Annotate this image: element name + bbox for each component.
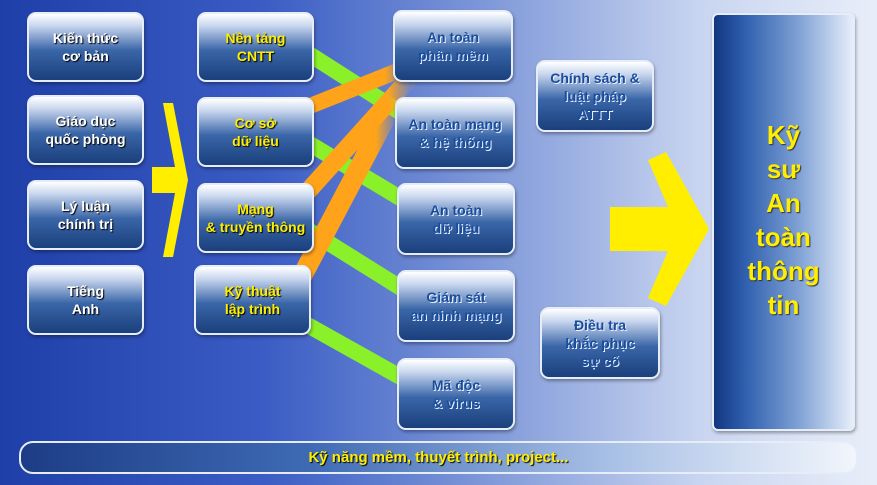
big-arrow-icon bbox=[610, 152, 709, 306]
box-an-toan-mang-he-thong: An toàn mạng & hệ thống bbox=[395, 97, 515, 169]
box-kien-thuc-co-ban: Kiến thức cơ bản bbox=[27, 12, 144, 82]
box-label: Lý luận chính trị bbox=[57, 198, 114, 232]
box-label: Giám sát an ninh mạng bbox=[410, 289, 502, 323]
box-co-so-du-lieu: Cơ sở dữ liệu bbox=[197, 97, 314, 167]
link-co-so-to-an-toan-phan-mem bbox=[302, 60, 408, 116]
soft-skills-bar: Kỹ năng mềm, thuyết trình, project... bbox=[19, 441, 858, 474]
box-label: Tiếng Anh bbox=[66, 283, 105, 317]
result-label: Kỹ sư An toàn thông tin bbox=[747, 120, 820, 320]
box-ly-luan-chinh-tri: Lý luận chính trị bbox=[27, 180, 144, 250]
box-label: Giáo dục quốc phòng bbox=[45, 113, 126, 147]
box-nen-tang-cntt: Nền tảng CNTT bbox=[197, 12, 314, 82]
soft-skills-label: Kỹ năng mềm, thuyết trình, project... bbox=[308, 449, 569, 466]
box-label: Kỹ thuật lập trình bbox=[224, 283, 281, 317]
box-tieng-anh: Tiếng Anh bbox=[27, 265, 144, 335]
box-label: An toàn phần mềm bbox=[417, 29, 488, 63]
box-dieu-tra-khac-phuc: Điều tra khắc phục sự cố bbox=[540, 307, 660, 379]
box-an-toan-du-lieu: An toàn dữ liệu bbox=[397, 183, 515, 255]
box-label: Nền tảng CNTT bbox=[225, 30, 286, 64]
box-label: Mạng & truyền thông bbox=[205, 201, 306, 235]
box-ky-thuat-lap-trinh: Kỹ thuật lập trình bbox=[194, 265, 311, 335]
box-ma-doc-virus: Mã độc & virus bbox=[397, 358, 515, 430]
box-label: Điều tra khắc phục sự cố bbox=[565, 317, 635, 369]
box-label: An toàn mạng & hệ thống bbox=[408, 116, 502, 150]
link-ky-thuat-to-an-toan-mang bbox=[291, 95, 404, 285]
box-label: Chính sách & luật pháp ATTT bbox=[550, 70, 640, 122]
box-label: Kiến thức cơ bản bbox=[52, 30, 119, 64]
box-chinh-sach-luat-phap: Chính sách & luật pháp ATTT bbox=[536, 60, 654, 132]
box-an-toan-phan-mem: An toàn phần mềm bbox=[393, 10, 513, 82]
box-label: An toàn dữ liệu bbox=[429, 202, 483, 236]
box-giam-sat-an-ninh-mang: Giám sát an ninh mạng bbox=[397, 270, 515, 342]
result-box: Kỹ sư An toàn thông tin bbox=[712, 13, 855, 431]
box-mang-truyen-thong: Mạng & truyền thông bbox=[197, 183, 314, 253]
box-label: Cơ sở dữ liệu bbox=[232, 115, 279, 149]
box-giao-duc-quoc-phong: Giáo dục quốc phòng bbox=[27, 95, 144, 165]
small-arrow-icon bbox=[152, 103, 188, 257]
box-label: Mã độc & virus bbox=[431, 377, 481, 411]
